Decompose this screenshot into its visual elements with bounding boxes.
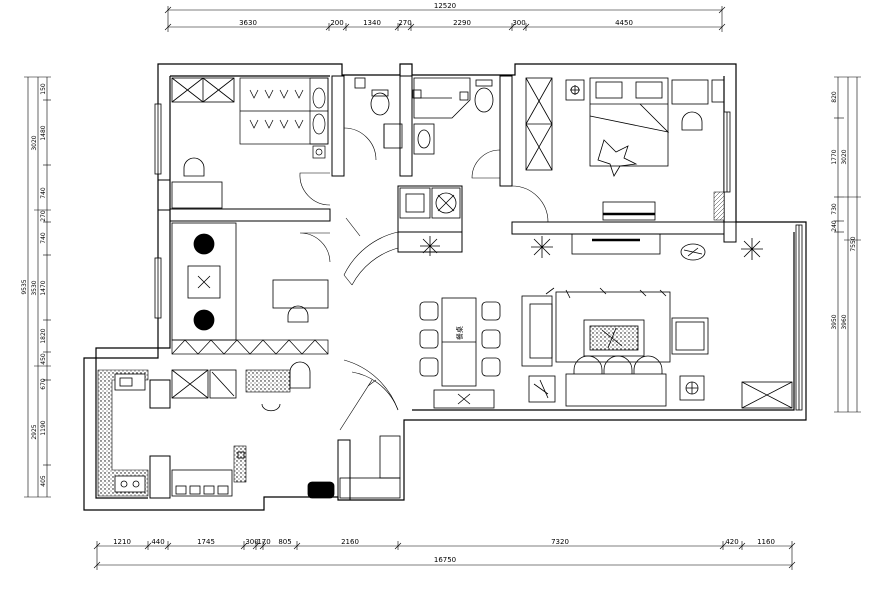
right-dimension-5: 3950 [831, 314, 838, 329]
windows [154, 103, 803, 411]
left-dimension-2: 1480 [40, 125, 47, 140]
right-lower-total: 3960 [841, 314, 848, 329]
left-dimension-8: 450 [40, 353, 47, 365]
left-dimension-1: 150 [40, 83, 47, 95]
side-tables [528, 375, 705, 403]
top-dimension-5: 2290 [453, 19, 471, 27]
right-dimension-1: 820 [831, 91, 838, 103]
right-dimension-lines [834, 76, 861, 413]
bookshelf [239, 77, 329, 145]
study-desk [171, 157, 223, 209]
left-dimension-lines [24, 76, 51, 498]
bottom-dimension-2: 440 [151, 538, 164, 546]
bottom-dimension-6: 805 [278, 538, 291, 546]
bottom-dimension-4: 300 [245, 538, 258, 546]
right-overall-dimension: 7550 [850, 236, 857, 251]
bottom-overall-dimension: 16750 [434, 556, 456, 564]
wardrobe-mid-left [171, 339, 329, 355]
kitchen-counter [97, 369, 291, 497]
double-bed [589, 77, 670, 177]
interior-walls [149, 75, 737, 501]
left-dimension-10: 1190 [40, 420, 47, 435]
top-dimension-lines [164, 6, 726, 32]
right-dimension-3: 730 [831, 203, 838, 215]
wardrobe-master [525, 77, 553, 171]
right-upper-total: 3020 [841, 149, 848, 164]
top-overall-dimension: 12520 [434, 2, 456, 10]
left-dimension-3: 740 [40, 187, 47, 199]
bed-mid-left [171, 222, 237, 341]
master-window-seat [713, 191, 725, 221]
plants-living [531, 236, 763, 261]
right-dimension-4: 240 [831, 220, 838, 232]
exterior-walls [83, 63, 807, 511]
bathroom-right [412, 77, 494, 155]
top-dimension-7: 4450 [615, 19, 633, 27]
top-dimension-2: 200 [330, 19, 343, 27]
top-dimension-6: 300 [512, 19, 525, 27]
left-mid-total: 3530 [31, 280, 38, 295]
dining-table [419, 297, 501, 409]
doors [299, 127, 549, 431]
top-dimension-4: 270 [398, 19, 411, 27]
left-lower-total: 2925 [31, 424, 38, 439]
left-upper-total: 3020 [31, 135, 38, 150]
dining-table-label: 餐桌 [455, 326, 464, 340]
desk-mid-left [272, 279, 329, 323]
top-dimension-3: 1340 [363, 19, 381, 27]
left-dimension-5: 740 [40, 232, 47, 244]
bottom-dimension-8: 7320 [551, 538, 569, 546]
left-dimension-7: 1820 [40, 328, 47, 343]
potted-plant-icon [420, 236, 440, 256]
bottom-dimension-7: 2160 [341, 538, 359, 546]
sofa-set [521, 295, 709, 407]
left-dimension-11: 405 [40, 475, 47, 487]
tv-cabinet [571, 233, 661, 255]
left-dimension-4: 270 [40, 210, 47, 222]
kitchen-appliances [114, 361, 311, 497]
bottom-dimension-9: 420 [725, 538, 738, 546]
washing-machine [399, 187, 461, 219]
top-dimension-1: 3630 [239, 19, 257, 27]
left-overall-dimension: 9535 [21, 279, 28, 294]
bottom-dimension-3: 1745 [197, 538, 215, 546]
master-tv [602, 201, 656, 221]
floor-lamp-icon [312, 145, 326, 159]
wardrobe-top-left [171, 77, 235, 103]
bottom-dimension-lines [93, 541, 796, 570]
nightstands [565, 79, 725, 131]
right-dimension-2: 1770 [831, 149, 838, 164]
left-dimension-6: 1470 [40, 280, 47, 295]
bottom-dimension-5: 170 [257, 538, 270, 546]
shoe-cabinet [307, 435, 401, 499]
coffee-table [545, 287, 671, 363]
bottom-dimension-10: 1160 [757, 538, 775, 546]
balcony-cabinet [741, 381, 793, 409]
bathroom-left [354, 77, 403, 149]
bottom-dimension-1: 1210 [113, 538, 131, 546]
left-dimension-9: 670 [40, 378, 47, 390]
